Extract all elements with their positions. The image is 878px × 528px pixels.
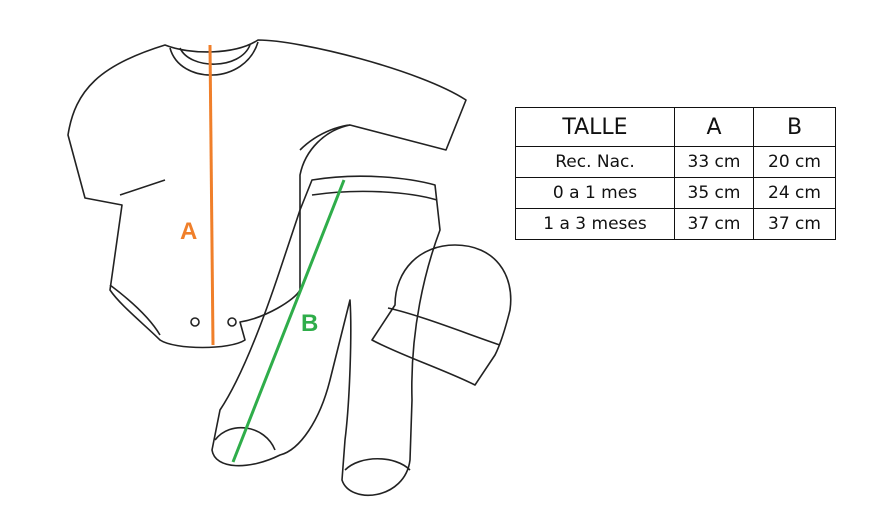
header-b: B: [753, 107, 836, 147]
size-cell: Rec. Nac.: [515, 146, 675, 178]
b-cell: 37 cm: [753, 208, 836, 240]
size-cell: 1 a 3 meses: [515, 208, 675, 240]
a-cell: 35 cm: [674, 177, 754, 209]
measure-line-a: [208, 44, 215, 346]
b-cell: 20 cm: [753, 146, 836, 178]
label-a: A: [180, 218, 198, 245]
a-cell: 37 cm: [674, 208, 754, 240]
measure-line-b: [231, 179, 346, 463]
header-talle: TALLE: [515, 107, 675, 147]
header-a: A: [674, 107, 754, 147]
a-cell: 33 cm: [674, 146, 754, 178]
size-cell: 0 a 1 mes: [515, 177, 675, 209]
size-table: TALLE A B Rec. Nac. 33 cm 20 cm 0 a 1 me…: [515, 107, 836, 240]
label-b: B: [301, 310, 319, 337]
table-row: 0 a 1 mes 35 cm 24 cm: [515, 177, 836, 209]
hat-drawing: [371, 244, 512, 386]
b-cell: 24 cm: [753, 177, 836, 209]
bodysuit-drawing: [67, 39, 467, 349]
table-header-row: TALLE A B: [515, 107, 836, 147]
table-row: 1 a 3 meses 37 cm 37 cm: [515, 208, 836, 240]
table-row: Rec. Nac. 33 cm 20 cm: [515, 146, 836, 178]
